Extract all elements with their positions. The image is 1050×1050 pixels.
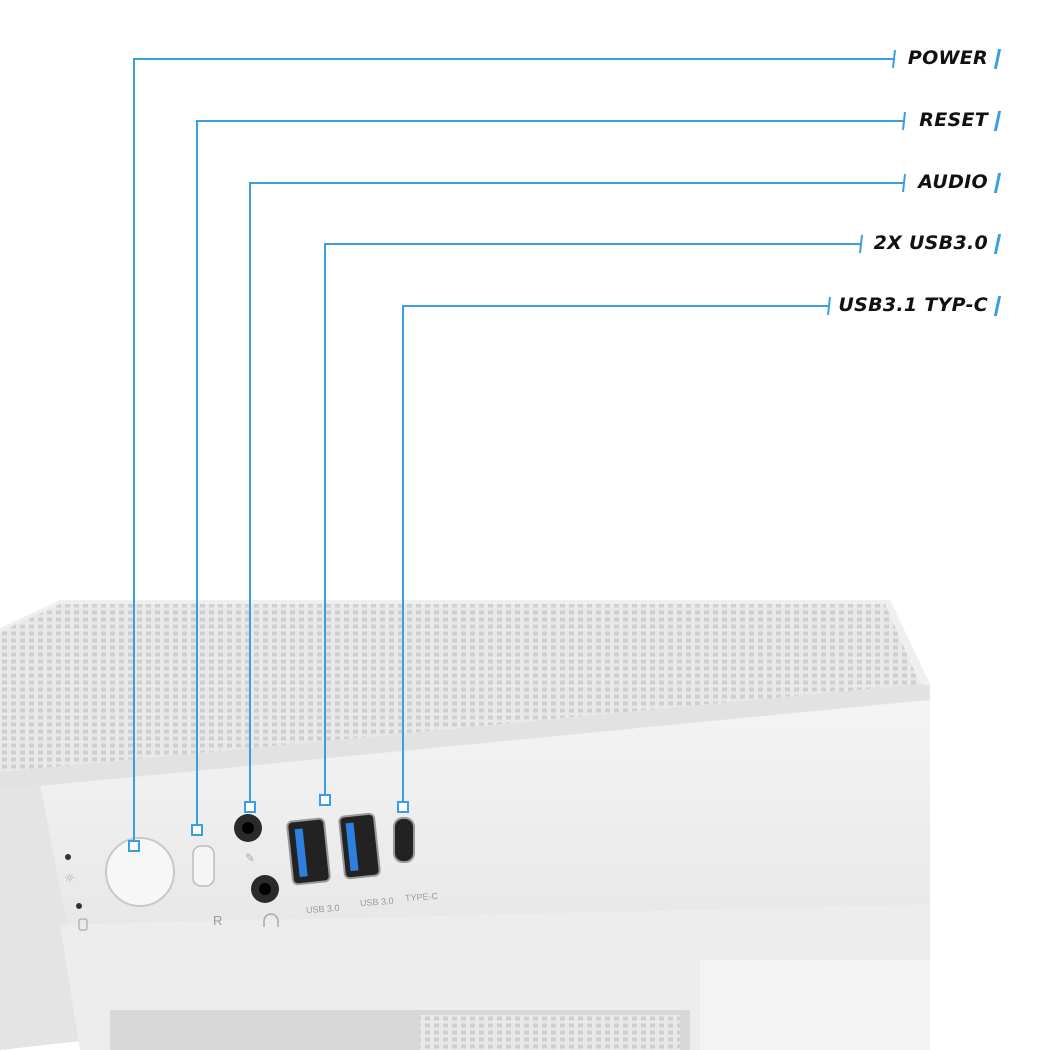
headphone-icon [263, 913, 279, 927]
power-led [65, 854, 71, 860]
case-side-edge [0, 785, 90, 1050]
reset-mark: R [213, 913, 223, 928]
led-power-icon: ☼ [64, 871, 75, 885]
callout-label-audio: AUDIO [918, 171, 988, 193]
callout-label-usb30: 2X USB3.0 [873, 232, 988, 254]
lower-vent-mesh [420, 1015, 680, 1050]
usb3-port-2 [338, 812, 381, 880]
hdd-icon [78, 918, 88, 931]
top-edge [0, 684, 930, 790]
callout-lines [133, 49, 906, 841]
callout-anchors [128, 794, 409, 852]
callout-label-power: POWER [907, 47, 988, 69]
usb3-port-1 [286, 817, 331, 886]
reset-button [192, 845, 215, 887]
usb-typec-port [393, 817, 415, 863]
mesh-surface [0, 604, 920, 772]
callout-label-reset: RESET [919, 109, 988, 131]
power-button [105, 837, 175, 907]
mic-icon: ✎ [245, 851, 255, 865]
hdd-led [76, 903, 82, 909]
mic-jack [234, 814, 262, 842]
lower-right-panel [700, 960, 930, 1050]
headphone-jack [251, 875, 279, 903]
callout-label-typec: USB3.1 TYP-C [838, 294, 988, 316]
front-io-face [0, 700, 930, 925]
